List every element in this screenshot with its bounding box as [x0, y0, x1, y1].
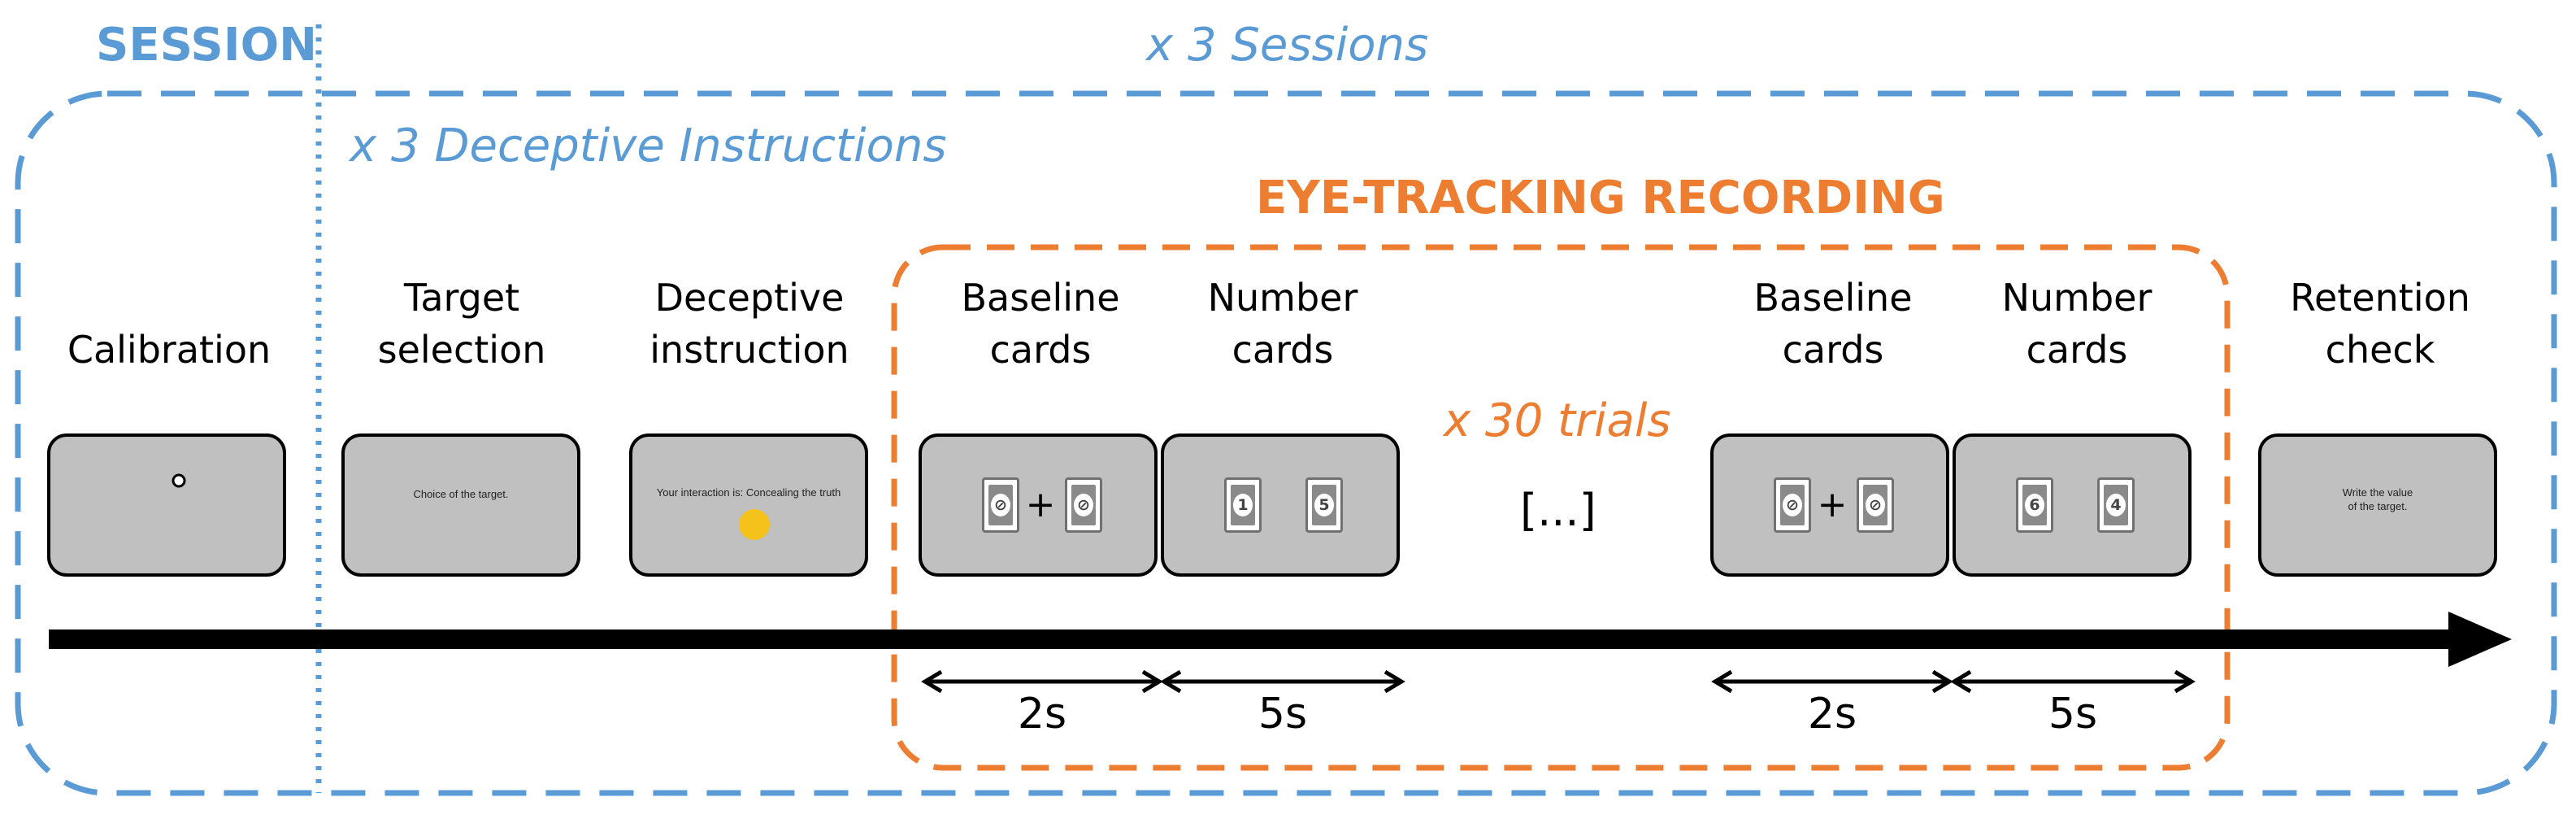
- retention-check-screen: Write the value of the target.: [2258, 433, 2497, 577]
- retention-check-text: Write the value of the target.: [2342, 486, 2413, 512]
- step-label-retention-check: Retention check: [2290, 276, 2470, 372]
- target-selection-text: Choice of the target.: [413, 488, 509, 500]
- step-label-number-cards: Number cards: [1207, 276, 1358, 372]
- deceptive-instruction-screen: Your interaction is: Concealing the trut…: [629, 433, 868, 577]
- step-label-deceptive-instruction: Deceptive instruction: [649, 276, 849, 372]
- step-label-target-selection: Target selection: [377, 276, 546, 372]
- eye-tracking-frame: [891, 244, 2231, 771]
- fixation-dot-icon: [739, 509, 770, 540]
- baseline-card-left: ⊘: [1774, 477, 1811, 533]
- duration-number: 5s: [1258, 690, 1308, 738]
- plus-sign: +: [1817, 484, 1848, 525]
- calibration-screen: [47, 433, 286, 577]
- sessions-repeat-label: x 3 Sessions: [1146, 19, 1429, 72]
- duration-baseline: 2s: [1807, 690, 1857, 738]
- duration-arrows: [921, 669, 2196, 694]
- step-label-baseline-cards: Baseline cards: [961, 276, 1120, 372]
- trials-repeat-label: x 30 trials: [1444, 394, 1671, 447]
- baseline-card-right: ⊘: [1857, 477, 1894, 533]
- step-label-number-cards: Number cards: [2001, 276, 2152, 372]
- baseline-card-right: ⊘: [1065, 477, 1102, 533]
- baseline-cards-screen: ⊘ + ⊘: [1710, 433, 1949, 577]
- duration-baseline: 2s: [1017, 690, 1067, 738]
- plus-sign: +: [1025, 484, 1056, 525]
- number-card-left: 1: [1224, 477, 1262, 533]
- calibration-dot-icon: [172, 473, 186, 488]
- session-title: SESSION: [96, 19, 318, 72]
- number-cards-screen: 6 4: [1953, 433, 2192, 577]
- number-card-right: 5: [1305, 477, 1343, 533]
- target-selection-screen: Choice of the target.: [341, 433, 580, 577]
- baseline-cards-screen: ⊘ + ⊘: [919, 433, 1158, 577]
- number-cards-screen: 1 5: [1161, 433, 1400, 577]
- sessions-frame: [15, 90, 2557, 796]
- deceptive-instruction-text: Your interaction is: Concealing the trut…: [656, 486, 841, 499]
- eye-tracking-title: EYE-TRACKING RECORDING: [1256, 172, 1945, 224]
- step-label-calibration: Calibration: [67, 328, 272, 372]
- baseline-card-left: ⊘: [982, 477, 1019, 533]
- duration-number: 5s: [2048, 690, 2098, 738]
- ellipsis-label: [...]: [1520, 485, 1596, 536]
- number-card-right: 4: [2097, 477, 2135, 533]
- step-label-baseline-cards: Baseline cards: [1753, 276, 1913, 372]
- number-card-left: 6: [2016, 477, 2053, 533]
- timeline-arrow: [49, 612, 2512, 667]
- instructions-repeat-label: x 3 Deceptive Instructions: [350, 120, 947, 172]
